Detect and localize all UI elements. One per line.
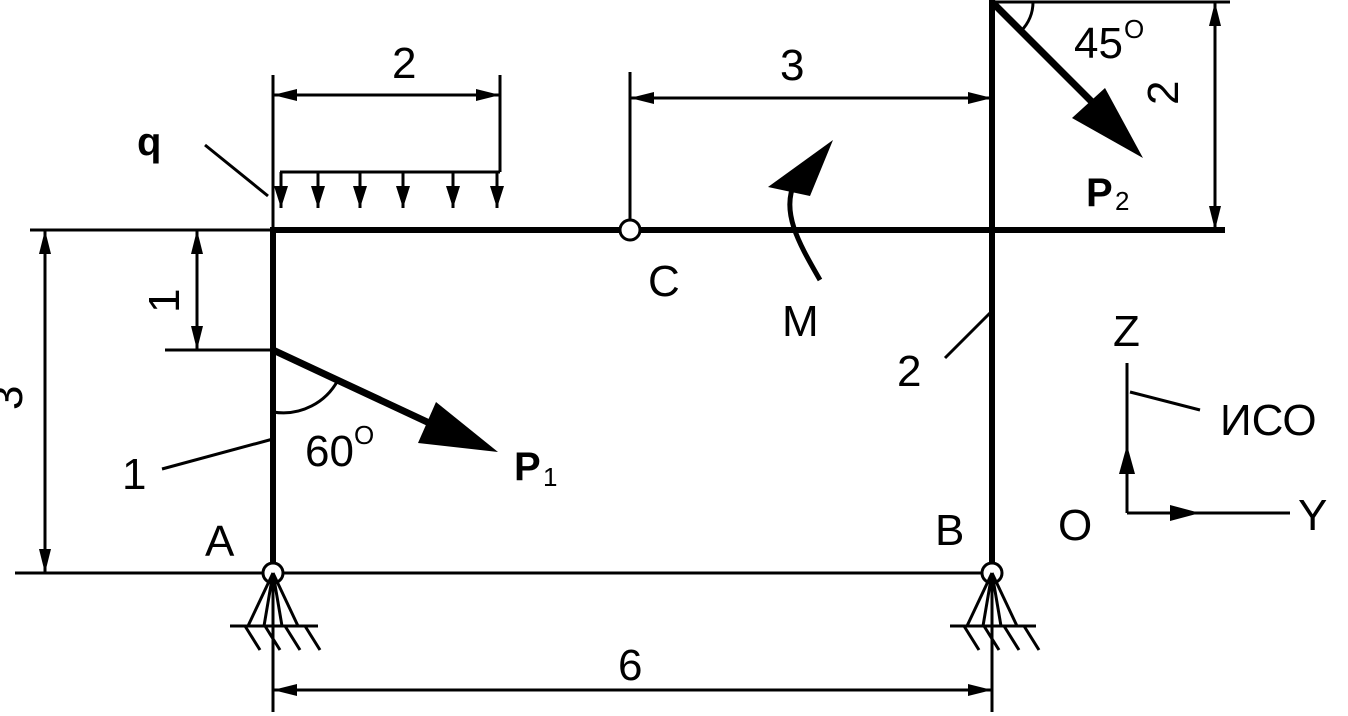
p1-arrowhead — [418, 402, 498, 452]
label-m: M — [782, 297, 819, 346]
rod2-leader — [943, 311, 992, 360]
label-origin: O — [1058, 501, 1092, 550]
p1-angle-label: 60 — [305, 427, 354, 476]
label-p2-sub: 2 — [1115, 186, 1129, 216]
label-p2: P — [1086, 171, 1113, 215]
frame — [15, 0, 1230, 712]
dim-p1-offset-label: 1 — [140, 289, 189, 313]
moment-arrowhead — [768, 140, 833, 196]
support-b — [950, 561, 1041, 651]
distributed-load-q — [204, 143, 504, 208]
p1-angle-arc — [272, 377, 341, 415]
p1-shaft — [271, 346, 442, 432]
dim-cb-length-label: 3 — [780, 41, 804, 90]
iso-leader — [1129, 390, 1201, 412]
axis-y-arrow — [1170, 505, 1200, 521]
hinge-c — [618, 218, 642, 242]
support-a — [230, 561, 322, 651]
p1-angle-degree: O — [354, 420, 374, 450]
force-p1 — [271, 346, 498, 452]
dim-frame-height-label: 3 — [0, 386, 32, 410]
label-q: q — [137, 120, 161, 164]
axis-z-arrow — [1119, 445, 1135, 474]
label-p1: P — [514, 445, 541, 489]
rod1-leader — [161, 437, 274, 471]
p2-angle-degree: O — [1124, 14, 1144, 44]
label-c: C — [648, 257, 680, 306]
label-axis-y: Y — [1298, 491, 1327, 540]
coordinate-system — [1119, 363, 1290, 521]
label-b: B — [935, 506, 964, 555]
label-a: A — [205, 517, 235, 566]
label-p1-sub: 1 — [543, 462, 557, 492]
dim-q-length-label: 2 — [392, 39, 416, 88]
p2-arrowhead — [1072, 88, 1143, 158]
q-leader — [204, 143, 269, 198]
label-iso: ИСО — [1220, 396, 1317, 445]
p2-shaft — [989, 0, 1100, 110]
dim-base-length-label: 6 — [618, 641, 642, 690]
label-axis-z: Z — [1113, 307, 1140, 356]
p2-angle-label: 45 — [1074, 19, 1123, 68]
dim-p2-height-label: 2 — [1139, 81, 1188, 105]
force-p2 — [989, 0, 1143, 158]
label-rod1: 1 — [122, 450, 146, 499]
p2-angle-arc — [1019, 1, 1035, 33]
label-rod2: 2 — [897, 347, 921, 396]
moment-m — [768, 140, 833, 282]
